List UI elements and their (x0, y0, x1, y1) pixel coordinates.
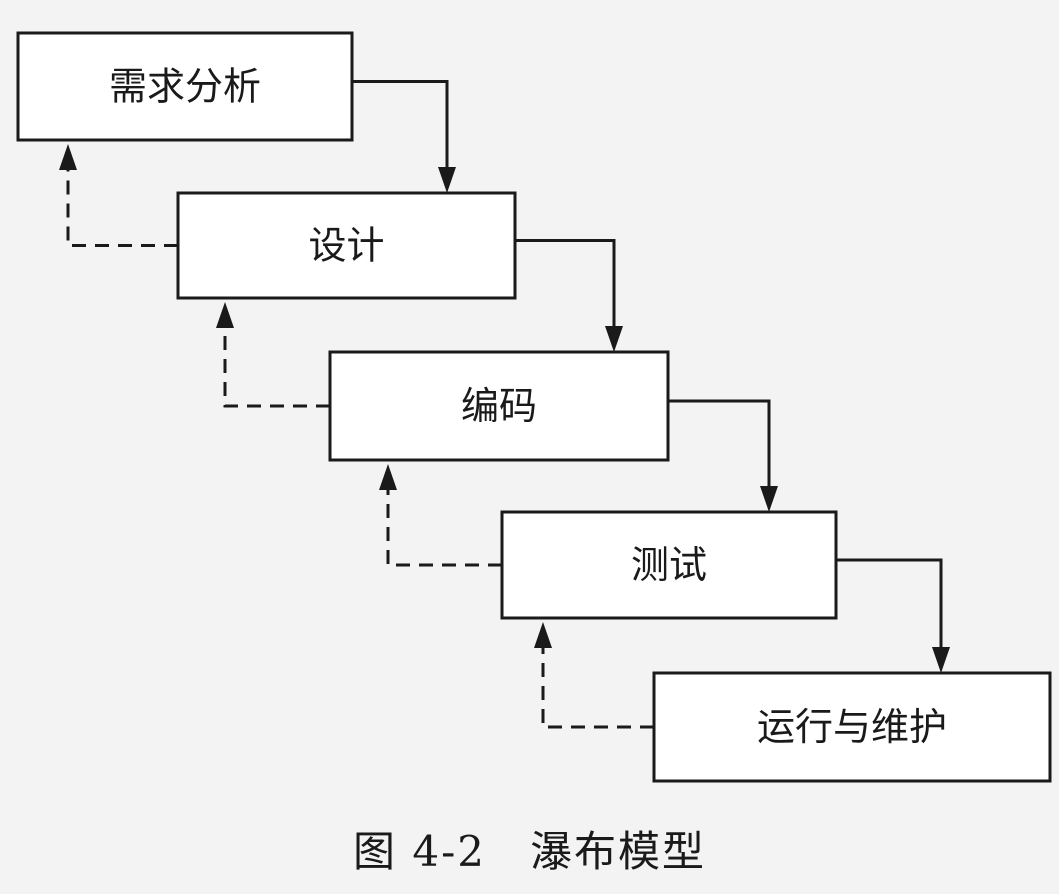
stage-box (652, 671, 1052, 783)
forward-arrow-4 (836, 558, 950, 673)
forward-arrow-1 (352, 80, 456, 193)
stage-box (500, 510, 838, 620)
stage-5: 运行与维护 (652, 671, 1052, 783)
feedback-arrow-2 (216, 302, 330, 408)
figure-caption: 图 4-2 瀑布模型 (353, 827, 706, 876)
feedback-arrow-4 (534, 622, 654, 729)
stage-box (328, 350, 670, 462)
forward-arrow-3 (668, 399, 778, 512)
stage-box (16, 31, 354, 142)
forward-arrow-2 (515, 239, 623, 352)
stage-1: 需求分析 (16, 31, 354, 142)
stage-label: 运行与维护 (757, 705, 947, 749)
stage-4: 测试 (500, 510, 838, 620)
stage-3: 编码 (328, 350, 670, 462)
stage-label: 需求分析 (109, 65, 261, 109)
stage-label: 编码 (461, 384, 537, 428)
stage-box (176, 191, 517, 300)
feedback-arrow-3 (379, 464, 502, 567)
stage-label: 测试 (631, 543, 707, 587)
stage-2: 设计 (176, 191, 517, 300)
feedback-arrow-1 (59, 144, 178, 247)
stage-label: 设计 (308, 224, 384, 268)
